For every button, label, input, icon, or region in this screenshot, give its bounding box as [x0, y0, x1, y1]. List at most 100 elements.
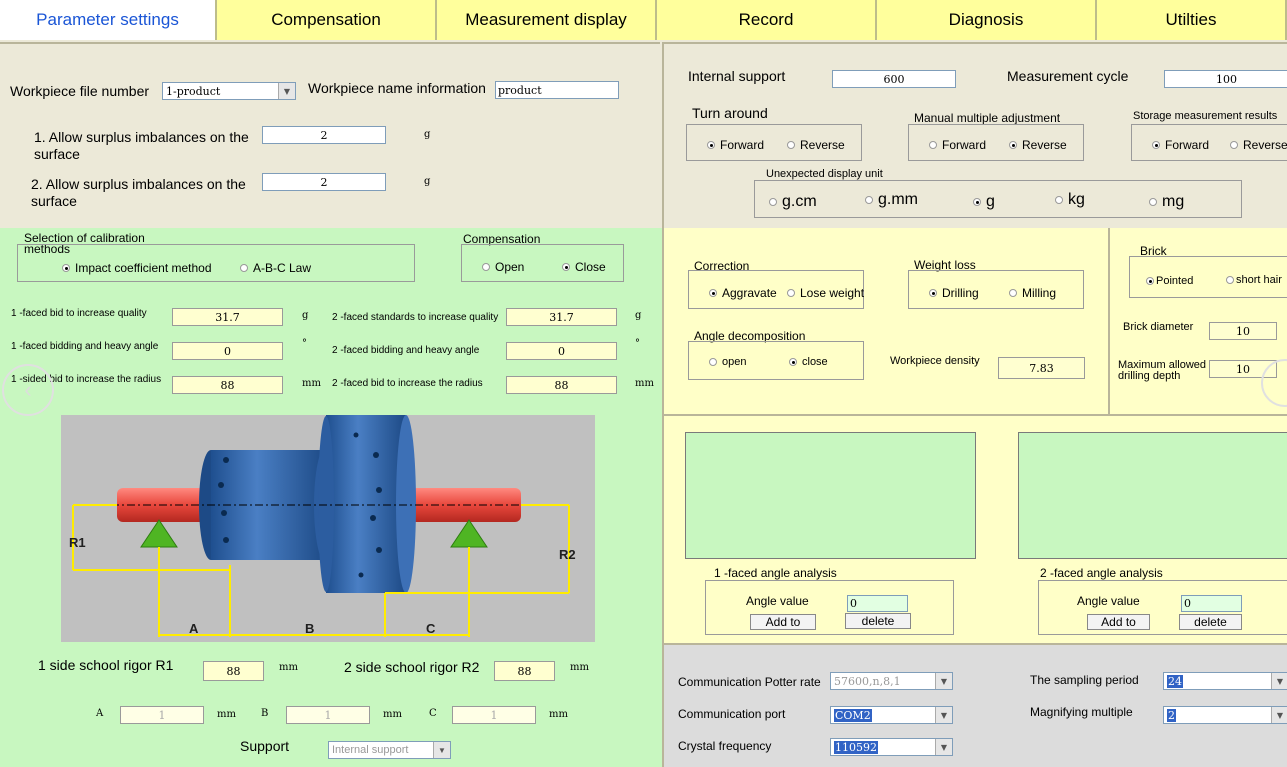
- short-hair-radio[interactable]: short hair: [1226, 274, 1282, 286]
- correction-label: Correction: [694, 259, 750, 273]
- c-input[interactable]: 1: [452, 706, 536, 724]
- manual-adjust-group: Forward Reverse: [908, 124, 1084, 161]
- comm-port-value: COM2: [834, 708, 872, 722]
- f2-radius-label: 2 -faced bid to increase the radius: [332, 378, 483, 389]
- f1-angle-input[interactable]: 0: [172, 342, 283, 360]
- f1-add-button[interactable]: Add to: [750, 614, 816, 630]
- f2-radius-input[interactable]: 88: [506, 376, 617, 394]
- storage-forward-radio[interactable]: Forward: [1152, 138, 1209, 152]
- max-depth-input[interactable]: 10: [1209, 360, 1277, 378]
- f2-angle-value-label: Angle value: [1077, 594, 1140, 608]
- sampling-period-value: 24: [1167, 674, 1183, 688]
- manual-reverse-radio[interactable]: Reverse: [1009, 138, 1067, 152]
- unit-mg-radio[interactable]: mg: [1149, 193, 1184, 211]
- c-label: C: [429, 708, 437, 719]
- file-number-select[interactable]: 1-product ▼: [162, 82, 296, 100]
- surplus2-input[interactable]: 2: [262, 173, 386, 191]
- pointed-radio[interactable]: Pointed: [1146, 275, 1193, 287]
- f2-angle-value-input[interactable]: 0: [1181, 595, 1242, 612]
- unit-kg-radio[interactable]: kg: [1055, 191, 1085, 209]
- compensation-label: Compensation: [463, 232, 541, 246]
- impact-coefficient-radio[interactable]: Impact coefficient method: [62, 261, 212, 275]
- comm-port-label: Communication port: [678, 707, 786, 721]
- tab-measurement-display[interactable]: Measurement display: [437, 0, 657, 40]
- unit-gmm-radio[interactable]: g.mm: [865, 191, 918, 209]
- angle-close-radio[interactable]: close: [789, 356, 828, 368]
- f1-angle-value-input[interactable]: 0: [847, 595, 908, 612]
- workpiece-panel: Workpiece file number 1-product ▼ Workpi…: [0, 42, 660, 228]
- b-input[interactable]: 1: [286, 706, 370, 724]
- b-label: B: [261, 708, 269, 719]
- milling-radio[interactable]: Milling: [1009, 286, 1056, 300]
- f2-delete-button[interactable]: delete: [1179, 614, 1242, 630]
- tab-parameter-settings[interactable]: Parameter settings: [0, 0, 217, 40]
- magnifying-select[interactable]: 2 ▼: [1163, 706, 1287, 724]
- brick-diameter-label: Brick diameter: [1123, 321, 1194, 333]
- f2-quality-input[interactable]: 31.7: [506, 308, 617, 326]
- max-depth-label: Maximum allowed drilling depth: [1118, 359, 1207, 382]
- measurement-cycle-label: Measurement cycle: [1007, 68, 1129, 84]
- surplus2-unit: g: [424, 176, 431, 187]
- surplus1-input[interactable]: 2: [262, 126, 386, 144]
- r1-input[interactable]: 88: [203, 661, 264, 681]
- communication-panel: Communication Potter rate 57600,n,8,1 ▼ …: [662, 643, 1287, 767]
- tab-record[interactable]: Record: [657, 0, 877, 40]
- correction-panel: Correction Aggravate Lose weight Weight …: [662, 228, 1287, 414]
- storage-reverse-radio[interactable]: Reverse: [1230, 138, 1287, 152]
- angle-open-radio[interactable]: open: [709, 356, 746, 368]
- tab-diagnosis[interactable]: Diagnosis: [877, 0, 1097, 40]
- crystal-frequency-select[interactable]: 110592 ▼: [830, 738, 953, 756]
- manual-forward-radio[interactable]: Forward: [929, 138, 986, 152]
- compensation-open-radio[interactable]: Open: [482, 260, 524, 274]
- name-info-input[interactable]: product: [495, 81, 619, 99]
- chevron-down-icon: ▼: [935, 739, 952, 755]
- unit-gcm-radio[interactable]: g.cm: [769, 193, 817, 211]
- calibration-panel: Selection of calibration methods Impact …: [0, 228, 662, 767]
- f1-radius-unit: mm: [302, 378, 321, 389]
- f1-angle-value-label: Angle value: [746, 594, 809, 608]
- f1-quality-label: 1 -faced bid to increase quality: [11, 308, 147, 319]
- measurement-cycle-input[interactable]: 100: [1164, 70, 1287, 88]
- chevron-left-icon[interactable]: ‹: [2, 364, 54, 416]
- aggravate-radio[interactable]: Aggravate: [709, 286, 777, 300]
- internal-support-label: Internal support: [688, 68, 786, 84]
- f1-radius-input[interactable]: 88: [172, 376, 283, 394]
- tab-compensation[interactable]: Compensation: [217, 0, 437, 40]
- f1-quality-input[interactable]: 31.7: [172, 308, 283, 326]
- sampling-period-select[interactable]: 24 ▼: [1163, 672, 1287, 690]
- baud-rate-select[interactable]: 57600,n,8,1 ▼: [830, 672, 953, 690]
- unit-g-radio[interactable]: g: [973, 193, 995, 211]
- measure-panel: Internal support 600 Measurement cycle 1…: [662, 42, 1287, 228]
- tab-utilities[interactable]: Utilties: [1097, 0, 1287, 40]
- b-unit: mm: [383, 709, 402, 720]
- f1-delete-button[interactable]: delete: [845, 613, 911, 629]
- abc-law-radio[interactable]: A-B-C Law: [240, 261, 311, 275]
- a-input[interactable]: 1: [120, 706, 204, 724]
- diagram-c-label: C: [426, 621, 436, 636]
- compensation-close-radio[interactable]: Close: [562, 260, 606, 274]
- manual-adjust-label: Manual multiple adjustment: [914, 111, 1061, 125]
- sampling-period-label: The sampling period: [1030, 673, 1139, 687]
- support-select[interactable]: Internal support ▼: [328, 741, 451, 759]
- brick-label: Brick: [1140, 244, 1167, 258]
- internal-support-input[interactable]: 600: [832, 70, 956, 88]
- chevron-down-icon: ▼: [935, 707, 952, 723]
- density-input[interactable]: 7.83: [998, 357, 1085, 379]
- a-unit: mm: [217, 709, 236, 720]
- f2-quality-label: 2 -faced standards to increase quality: [332, 312, 499, 323]
- r2-input[interactable]: 88: [494, 661, 555, 681]
- turn-reverse-radio[interactable]: Reverse: [787, 138, 845, 152]
- f2-add-button[interactable]: Add to: [1087, 614, 1150, 630]
- turn-forward-radio[interactable]: Forward: [707, 138, 764, 152]
- r1-unit: mm: [279, 662, 298, 673]
- comm-port-select[interactable]: COM2 ▼: [830, 706, 953, 724]
- f1-quality-unit: g: [302, 310, 309, 321]
- f2-angle-input[interactable]: 0: [506, 342, 617, 360]
- r1-label: 1 side school rigor R1: [38, 657, 174, 673]
- magnifying-value: 2: [1167, 708, 1176, 722]
- lose-weight-radio[interactable]: Lose weight: [787, 286, 864, 300]
- brick-diameter-input[interactable]: 10: [1209, 322, 1277, 340]
- drilling-radio[interactable]: Drilling: [929, 286, 979, 300]
- brick-group: Pointed short hair: [1129, 256, 1287, 298]
- chevron-down-icon: ▼: [433, 742, 450, 758]
